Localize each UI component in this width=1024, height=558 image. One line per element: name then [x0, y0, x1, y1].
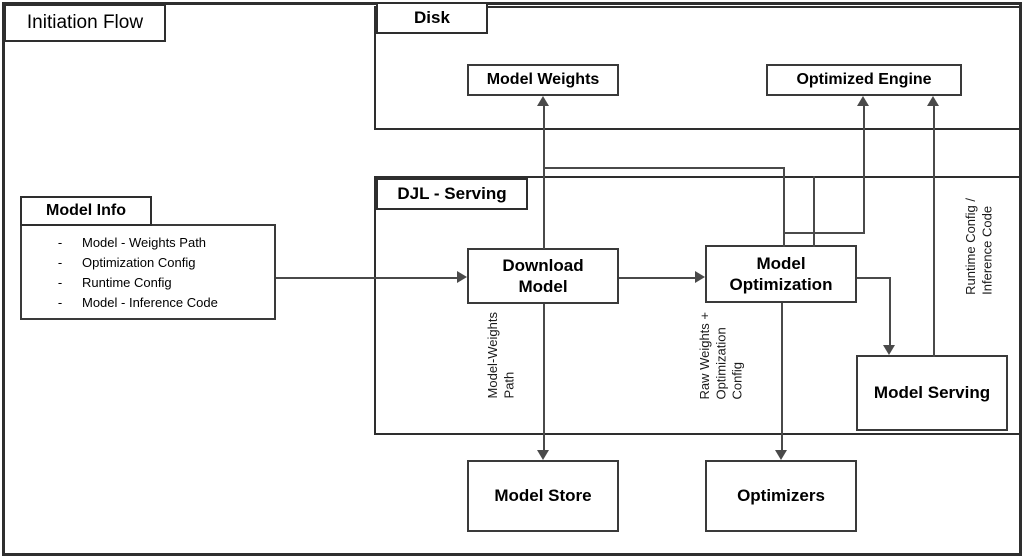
node-download-model-line1: Download	[502, 255, 584, 275]
disk-region-label: Disk	[414, 8, 450, 27]
model-info-item-label: Optimization Config	[82, 254, 196, 270]
edge-label-model-weights-path: Model-Weights Path	[485, 312, 517, 399]
node-model-serving[interactable]: Model Serving	[856, 355, 1008, 431]
djl-serving-region-tab: DJL - Serving	[376, 178, 528, 210]
arrowhead-into-model-weights	[537, 96, 549, 106]
edge-optimization-to-engine-horizontal	[783, 232, 865, 234]
edge-weights-feed-horizontal	[543, 167, 785, 169]
node-model-optimization[interactable]: Model Optimization	[705, 245, 857, 303]
model-info-item-label: Model - Inference Code	[82, 294, 218, 310]
edge-label-raw-weights-optimization-config: Raw Weights + Optimization Config	[697, 312, 745, 400]
diagram-title-tab: Initiation Flow	[4, 4, 166, 42]
edge-serving-to-engine-vertical	[933, 106, 935, 357]
node-optimizers[interactable]: Optimizers	[705, 460, 857, 532]
model-info-item-label: Model - Weights Path	[82, 235, 207, 250]
edge-optimization-to-serving-vertical	[889, 277, 891, 345]
model-info-title-label: Model Info	[46, 202, 126, 219]
arrowhead-into-model-optimization	[695, 271, 705, 283]
diagram-title-label: Initiation Flow	[26, 12, 144, 33]
model-info-tab: Model Info	[20, 196, 152, 226]
arrowhead-into-download-model	[457, 271, 467, 283]
edge-optimization-to-engine-vertical	[863, 106, 865, 234]
edge-optimization-to-serving-horizontal	[857, 277, 891, 279]
node-model-store[interactable]: Model Store	[467, 460, 619, 532]
list-item: - Optimization Config	[38, 254, 274, 271]
node-model-optimization-line2: Optimization	[729, 275, 833, 294]
edge-download-to-model-store	[543, 304, 545, 450]
bullet-dash: -	[57, 235, 63, 250]
edge-config-feed-vertical	[813, 176, 815, 247]
list-item: - Model - Weights Path	[38, 235, 274, 251]
node-download-model-line2: Model	[518, 277, 568, 296]
model-info-list: - Model - Weights Path - Optimization Co…	[22, 226, 274, 311]
edge-weights-feed-vertical	[783, 167, 785, 247]
node-model-optimization-line1: Model	[756, 253, 806, 273]
edge-modelinfo-to-download	[276, 277, 457, 279]
disk-region-tab: Disk	[376, 2, 488, 34]
arrowhead-into-optimizers	[775, 450, 787, 460]
model-info-body: - Model - Weights Path - Optimization Co…	[20, 224, 276, 320]
arrowhead-into-model-serving	[883, 345, 895, 355]
arrowhead-into-model-store	[537, 450, 549, 460]
node-optimized-engine-label: Optimized Engine	[796, 71, 932, 88]
node-optimized-engine[interactable]: Optimized Engine	[766, 64, 962, 96]
edge-label-runtime-config-inference-code: Runtime Config / Inference Code	[963, 198, 995, 295]
edge-optimization-to-optimizers	[781, 303, 783, 450]
node-download-model[interactable]: Download Model	[467, 248, 619, 304]
arrowhead-into-optimized-engine-right	[927, 96, 939, 106]
list-item: - Runtime Config	[38, 274, 274, 291]
edge-download-to-optimization	[619, 277, 695, 279]
arrowhead-into-optimized-engine-left	[857, 96, 869, 106]
node-optimizers-label: Optimizers	[737, 486, 825, 505]
list-item: - Model - Inference Code	[38, 294, 274, 311]
node-model-store-label: Model Store	[494, 486, 592, 505]
bullet-dash: -	[57, 294, 63, 310]
node-model-weights[interactable]: Model Weights	[467, 64, 619, 96]
node-model-optimization-label: Model Optimization	[730, 253, 833, 296]
edge-download-to-model-weights	[543, 106, 545, 249]
model-info-item-label: Runtime Config	[82, 274, 172, 290]
bullet-dash: -	[57, 254, 63, 270]
node-model-weights-label: Model Weights	[486, 71, 600, 88]
disk-region-frame	[374, 6, 1022, 130]
bullet-dash: -	[57, 274, 63, 290]
node-download-model-label: Download Model	[502, 255, 583, 298]
node-model-serving-label: Model Serving	[873, 383, 991, 402]
djl-serving-region-label: DJL - Serving	[397, 184, 507, 203]
djl-serving-region-frame	[374, 176, 1022, 435]
